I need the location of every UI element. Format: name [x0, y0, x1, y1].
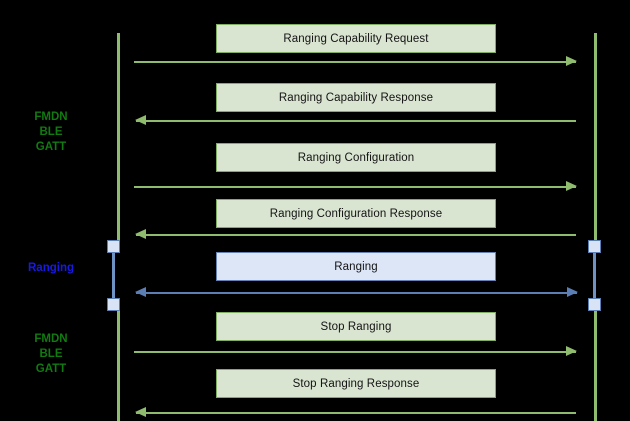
arrowhead-left-icon — [135, 229, 146, 239]
activation-left-bottom — [107, 298, 120, 311]
phase-label-fmdn-ble-gatt-bottom: FMDN BLE GATT — [14, 332, 88, 377]
arrow-shaft — [134, 61, 576, 63]
phase-label-line: FMDN — [34, 333, 68, 345]
arrowhead-right-icon — [566, 56, 577, 66]
message-label: Ranging Configuration — [297, 151, 415, 164]
arrowhead-left-icon — [135, 115, 146, 125]
arrowhead-right-icon — [566, 181, 577, 191]
message-box-stop-ranging[interactable]: Stop Ranging — [216, 312, 496, 341]
left-ranging-lifeline — [112, 246, 115, 306]
phase-label-line: Ranging — [28, 262, 74, 274]
message-box-stop-ranging-response[interactable]: Stop Ranging Response — [216, 369, 496, 398]
arrow-shaft — [136, 234, 576, 236]
activation-left-top — [107, 240, 120, 253]
phase-label-line: GATT — [35, 363, 67, 375]
message-label: Stop Ranging — [320, 320, 392, 333]
message-box-ranging-capability-request[interactable]: Ranging Capability Request — [216, 24, 496, 53]
arrow-shaft — [136, 120, 576, 122]
message-arrow-ranging-capability-request — [134, 56, 577, 67]
message-box-ranging[interactable]: Ranging — [216, 252, 496, 281]
message-arrow-stop-ranging-response — [135, 407, 576, 418]
left-lifeline — [117, 33, 120, 243]
phase-label-line: BLE — [39, 126, 63, 138]
arrow-shaft — [136, 292, 577, 294]
message-box-ranging-configuration[interactable]: Ranging Configuration — [216, 143, 496, 172]
message-box-ranging-configuration-response[interactable]: Ranging Configuration Response — [216, 199, 496, 228]
arrowhead-left-icon — [135, 407, 146, 417]
right-lifeline-lower — [594, 306, 597, 421]
arrow-shaft — [136, 412, 576, 414]
message-label: Ranging Capability Request — [283, 32, 429, 45]
message-arrow-ranging — [135, 287, 578, 298]
phase-label-ranging: Ranging — [14, 261, 88, 276]
phase-label-line: GATT — [35, 141, 67, 153]
arrowhead-right-icon — [566, 346, 577, 356]
message-label: Ranging — [334, 260, 378, 273]
message-label: Ranging Capability Response — [278, 91, 434, 104]
message-arrow-ranging-capability-response — [135, 115, 576, 126]
left-lifeline-lower — [117, 306, 120, 421]
message-box-ranging-capability-response[interactable]: Ranging Capability Response — [216, 83, 496, 112]
arrow-shaft — [134, 351, 576, 353]
activation-right-top — [588, 240, 601, 253]
phase-label-line: BLE — [39, 348, 63, 360]
message-arrow-ranging-configuration — [134, 181, 577, 192]
arrow-shaft — [134, 186, 576, 188]
right-lifeline — [594, 33, 597, 243]
right-ranging-lifeline — [593, 246, 596, 306]
phase-label-line: FMDN — [34, 111, 68, 123]
phase-label-fmdn-ble-gatt-top: FMDN BLE GATT — [14, 110, 88, 155]
arrowhead-right-icon — [567, 287, 578, 297]
activation-right-bottom — [588, 298, 601, 311]
message-arrow-stop-ranging — [134, 346, 577, 357]
message-label: Stop Ranging Response — [292, 377, 420, 390]
message-arrow-ranging-configuration-response — [135, 229, 576, 240]
message-label: Ranging Configuration Response — [269, 207, 443, 220]
arrowhead-left-icon — [135, 287, 146, 297]
